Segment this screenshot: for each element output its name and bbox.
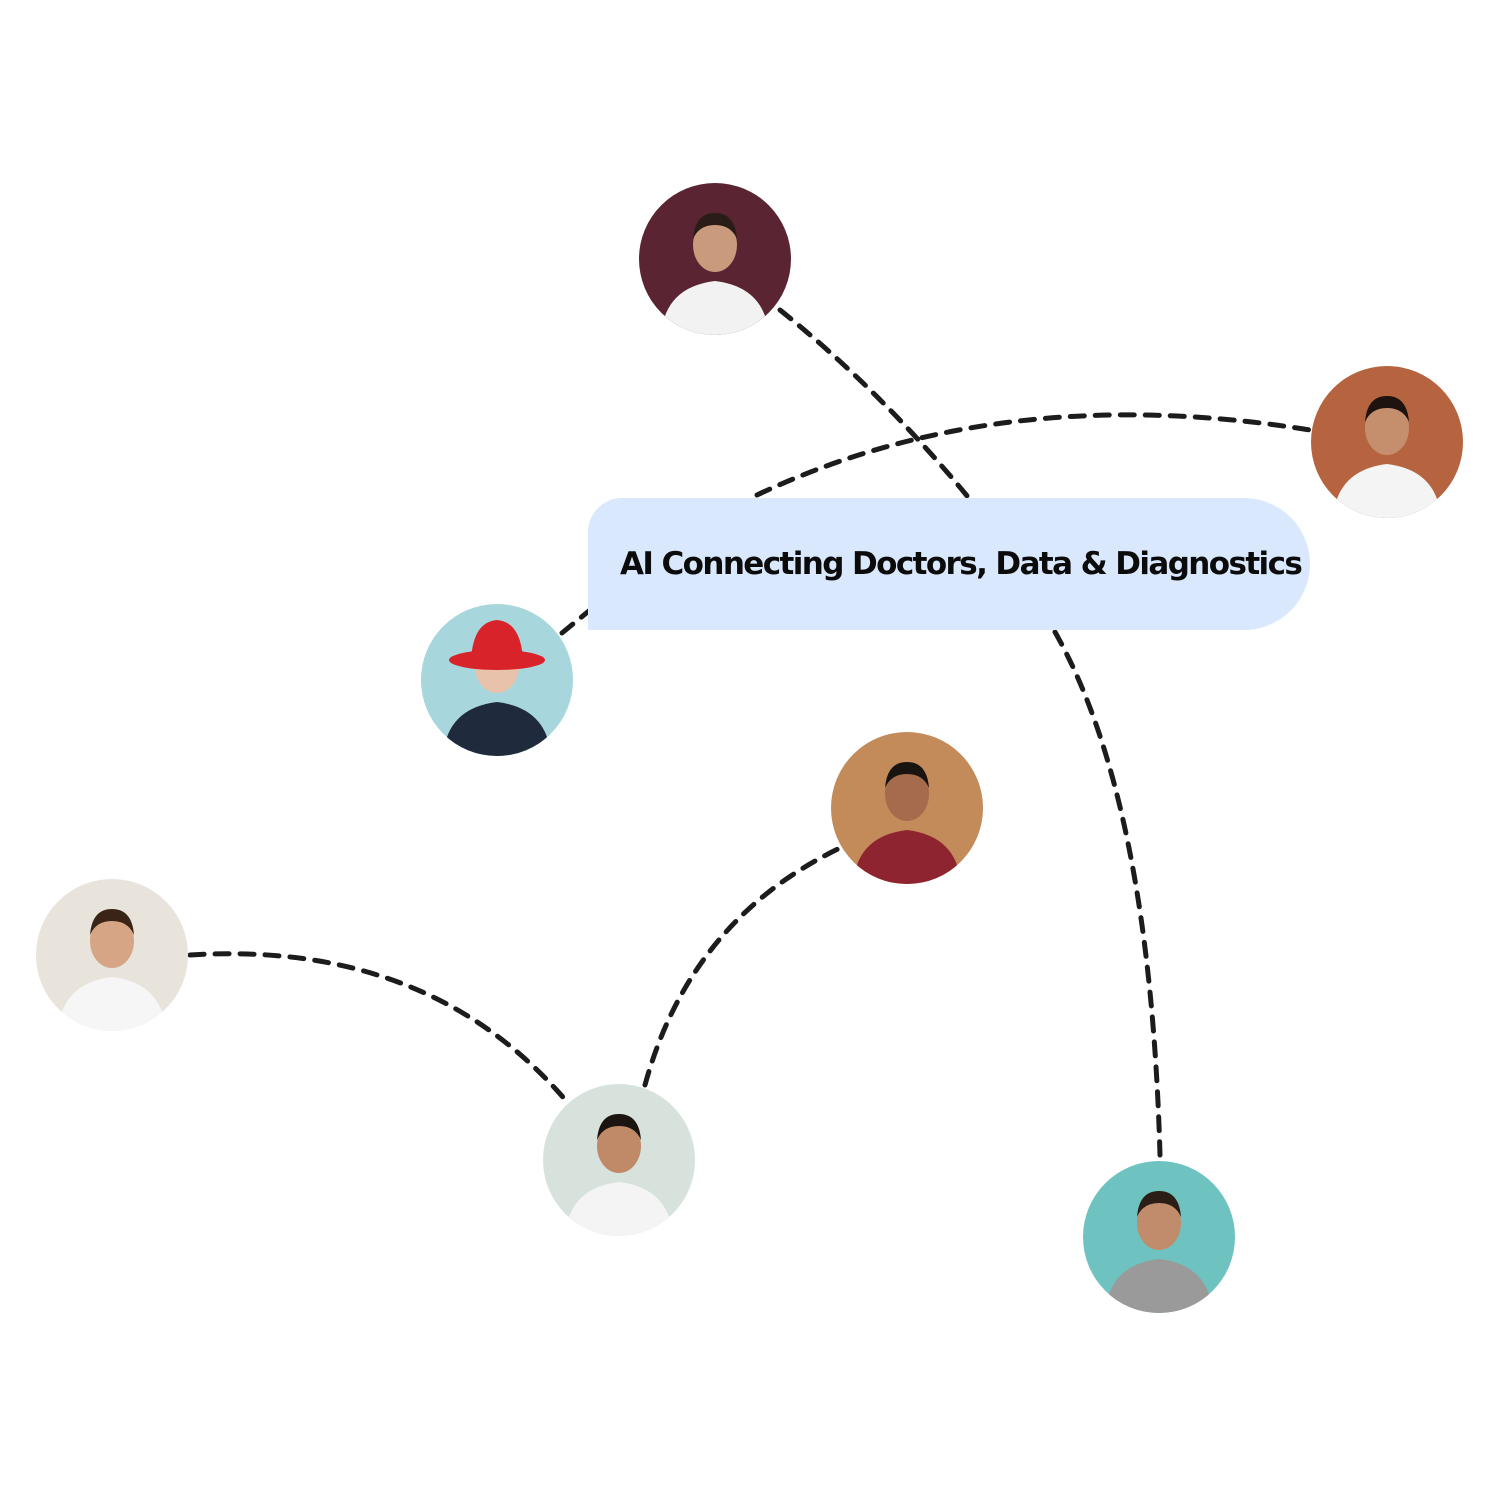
connection-line [642, 845, 843, 1088]
hub-label: AI Connecting Doctors, Data & Diagnostic… [588, 498, 1310, 630]
avatar-young-man [831, 732, 983, 884]
avatar-man-teal [1083, 1161, 1235, 1313]
avatar-doctor-male-smiling [543, 1084, 695, 1236]
avatar-doctor-male-lab [639, 183, 791, 335]
avatar-elderly-woman [421, 604, 573, 756]
avatar-doctor-female-office [36, 879, 188, 1031]
connection-line [777, 307, 971, 500]
avatar-doctor-female-clinic [1311, 366, 1463, 518]
hub-title: AI Connecting Doctors, Data & Diagnostic… [620, 546, 1303, 582]
connection-line [187, 951, 571, 1106]
connection-line [559, 607, 593, 636]
connection-line [754, 412, 1313, 498]
connection-line [1052, 629, 1163, 1158]
